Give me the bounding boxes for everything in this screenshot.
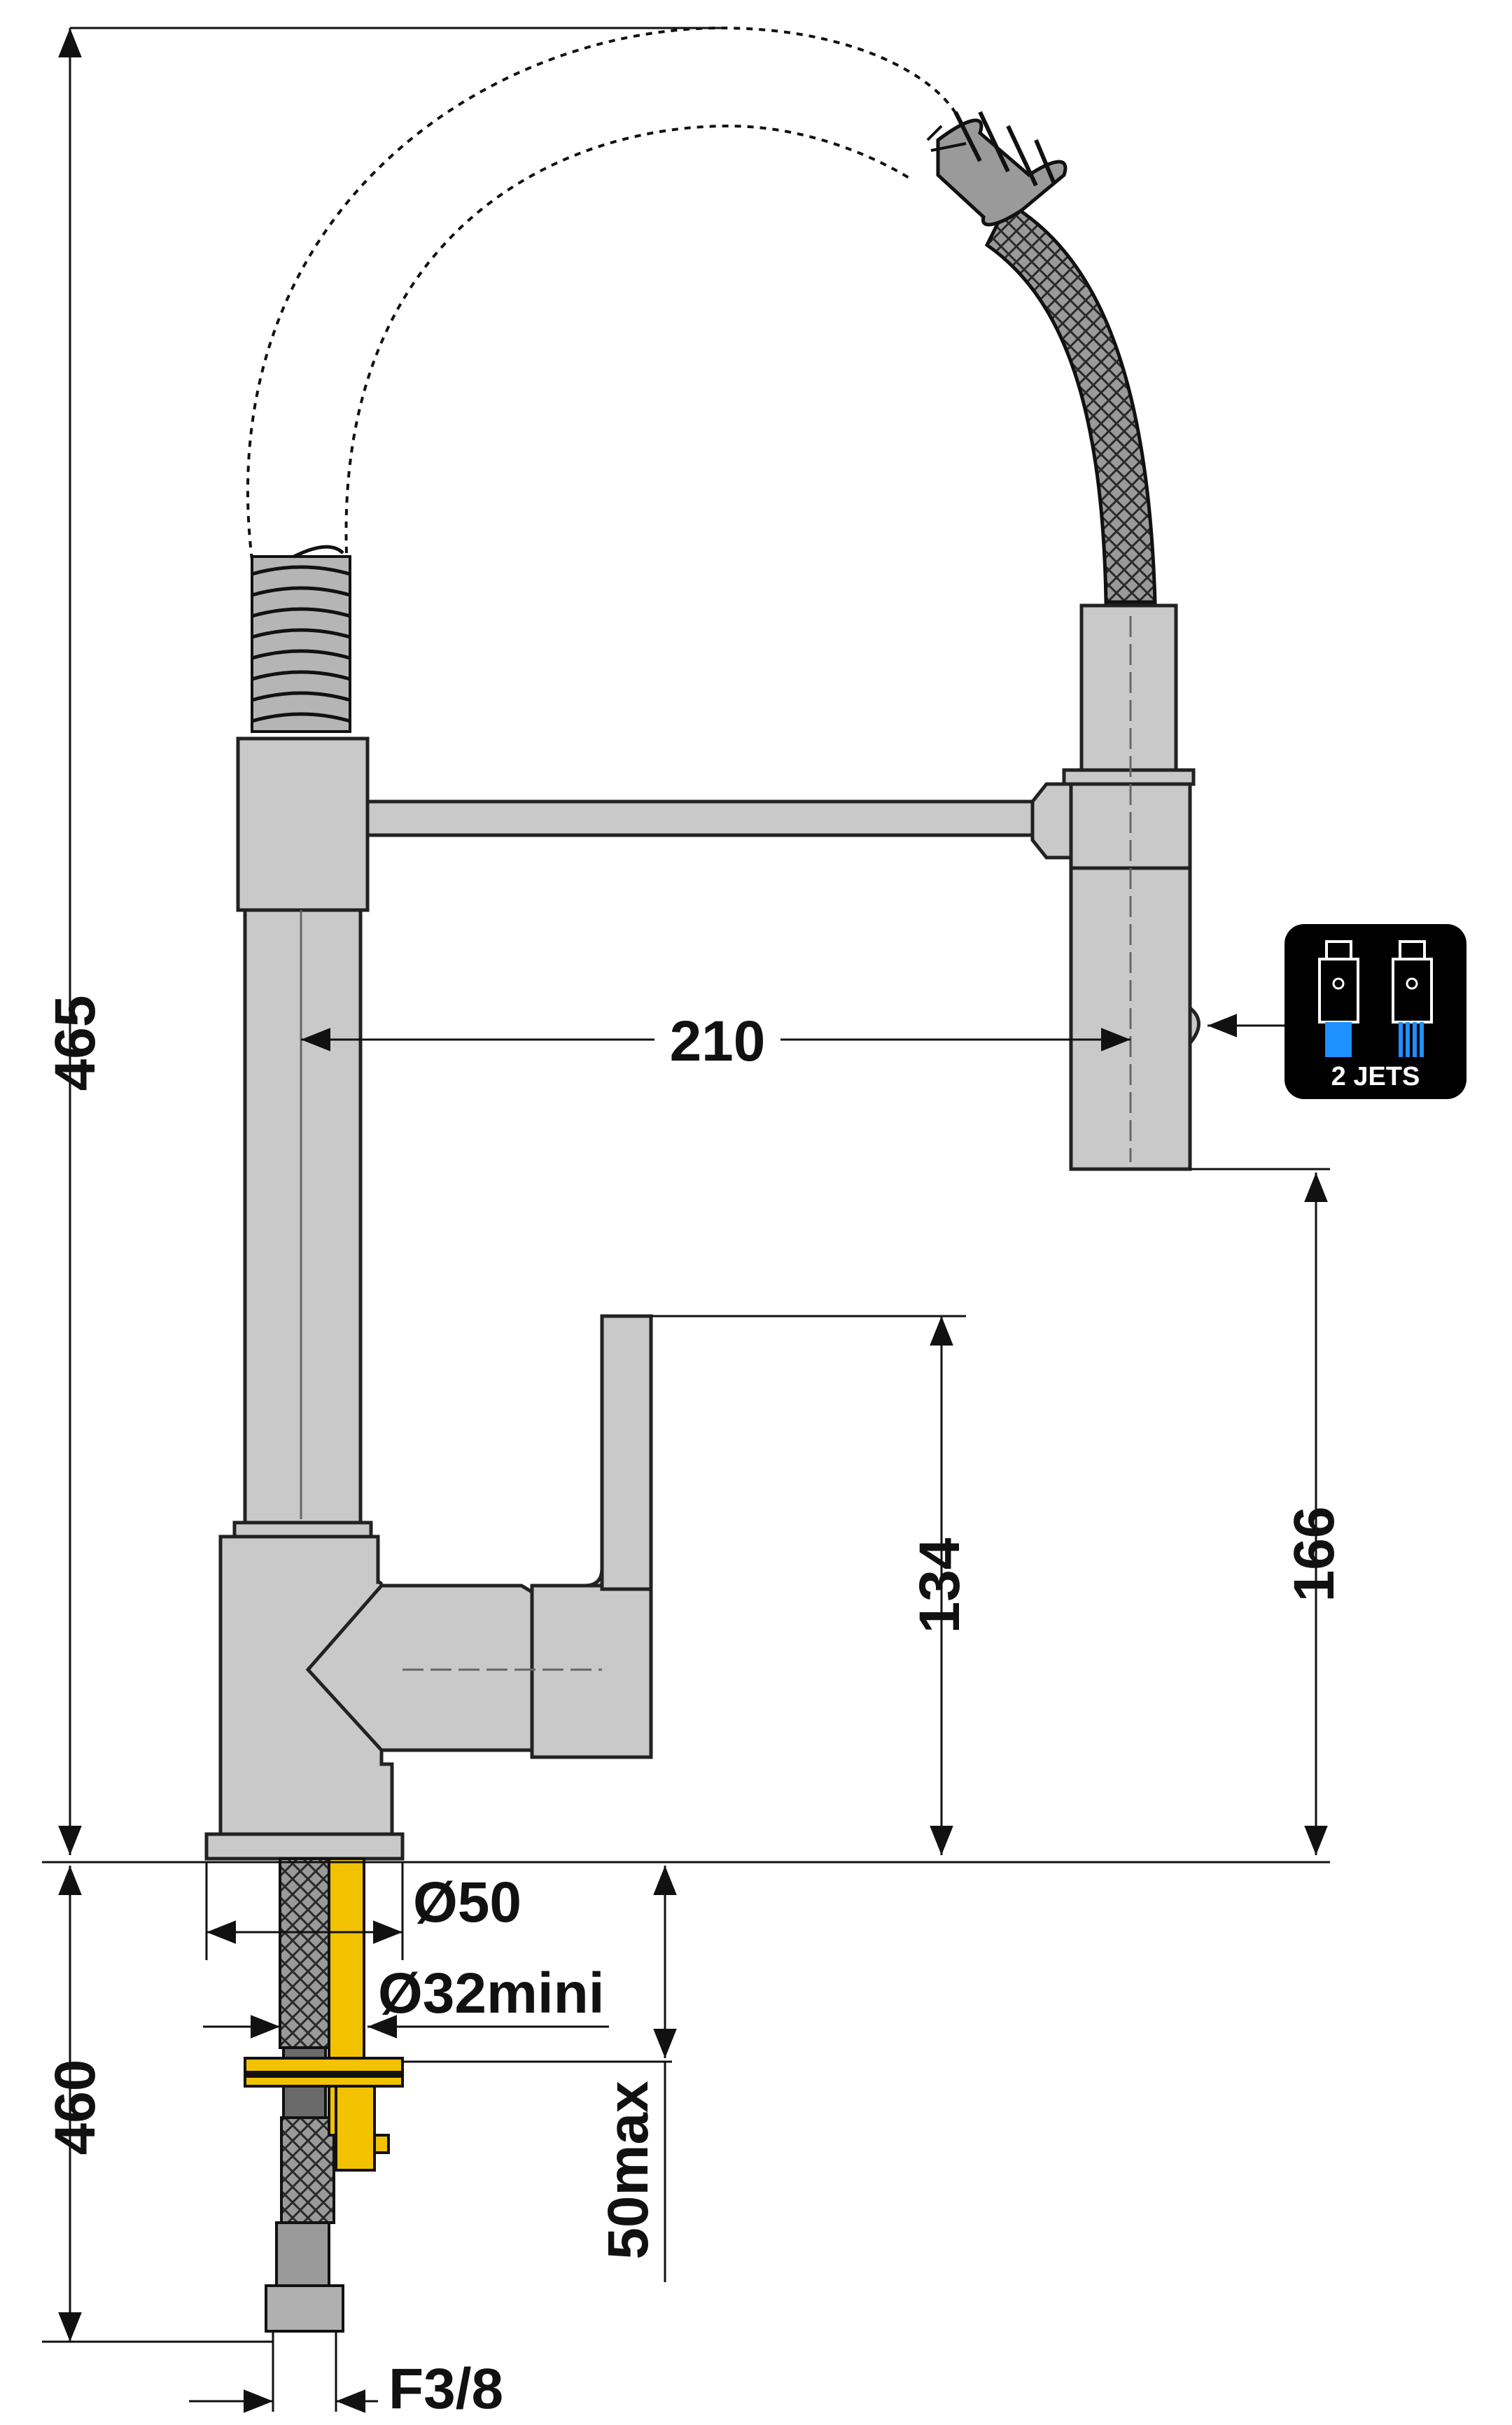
column-spring xyxy=(251,545,351,733)
spout-reach-label: 210 xyxy=(670,1009,766,1073)
spray-jet-icon xyxy=(1318,940,1359,1057)
connection-label: F3/8 xyxy=(388,2357,503,2421)
hose-spring xyxy=(926,111,1068,227)
mixer-body xyxy=(204,1314,653,1861)
jets-badge-label: 2 JETS xyxy=(1331,1062,1420,1091)
spout-arm xyxy=(365,782,1129,860)
spray-head xyxy=(1062,603,1200,1171)
spout-height-label: 166 xyxy=(1282,1507,1346,1602)
swing-arc-outer xyxy=(246,26,960,561)
dimension-lines xyxy=(42,27,1330,2413)
faucet-column xyxy=(232,736,373,1539)
hole-diameter-label: Ø32mini xyxy=(378,1962,605,2025)
base-diameter-label: Ø50 xyxy=(413,1871,522,1934)
swing-arc-inner xyxy=(344,124,911,554)
deck-thickness-label: 50max xyxy=(596,2081,660,2259)
mounting-shank xyxy=(328,1857,390,2172)
deck-washer xyxy=(244,2057,404,2088)
pull-down-hose xyxy=(984,200,1157,604)
rain-jet-icon xyxy=(1392,940,1433,1057)
total-height-label: 465 xyxy=(43,995,107,1091)
jets-badge: 2 JETS xyxy=(1284,924,1466,1099)
handle-height-label: 134 xyxy=(908,1537,972,1633)
below-deck-length-label: 460 xyxy=(43,2060,107,2155)
